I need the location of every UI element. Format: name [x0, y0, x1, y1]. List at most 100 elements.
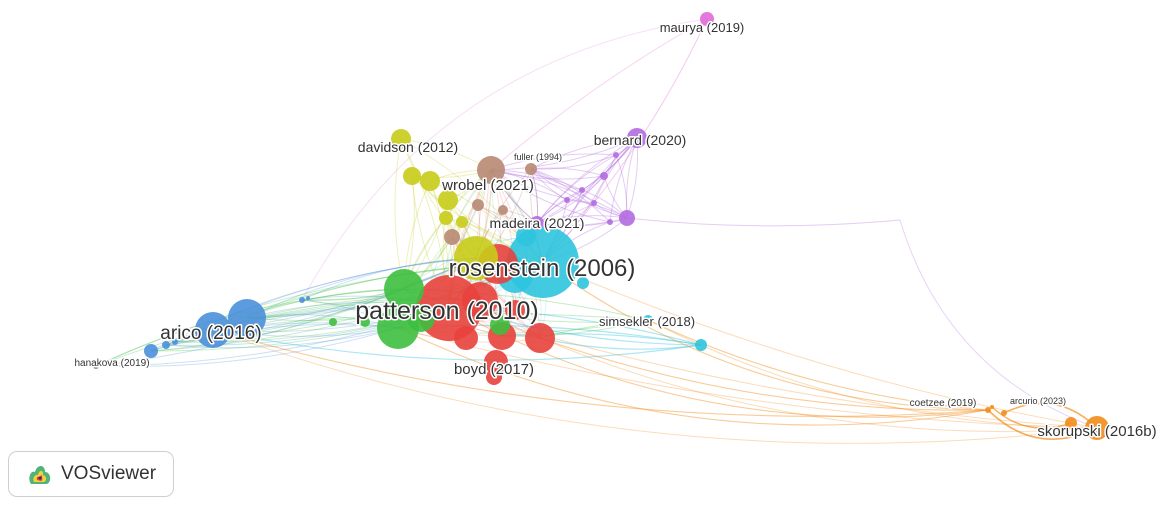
network-link	[536, 154, 617, 224]
node-arcurio[interactable]	[1001, 410, 1007, 416]
network-link	[212, 327, 399, 337]
label-bernard[interactable]: bernard (2020)	[592, 131, 688, 150]
network-link	[212, 329, 1098, 444]
node-coetzee[interactable]	[985, 407, 991, 413]
network-node[interactable]	[384, 269, 424, 309]
label-boyd[interactable]: boyd (2017)	[452, 360, 535, 380]
network-nodes	[93, 12, 1109, 440]
network-link	[490, 169, 611, 223]
node-wrobel[interactable]	[477, 156, 505, 184]
network-link	[647, 319, 1098, 429]
network-node[interactable]	[1065, 417, 1077, 429]
network-node[interactable]	[577, 277, 589, 289]
network-link	[530, 168, 628, 219]
network-node[interactable]	[695, 339, 707, 351]
network-node[interactable]	[454, 236, 498, 280]
network-node[interactable]	[600, 172, 608, 180]
network-link	[212, 329, 989, 417]
network-link	[397, 327, 989, 426]
label-rosenstein[interactable]: rosenstein (2006)	[447, 254, 637, 284]
label-hanakova[interactable]: hanakova (2019)	[73, 357, 151, 371]
network-link	[150, 257, 477, 352]
network-node[interactable]	[490, 315, 510, 335]
network-node[interactable]	[607, 219, 613, 225]
node-maurya[interactable]	[700, 12, 714, 26]
network-link	[490, 137, 638, 171]
node-arico[interactable]	[195, 312, 231, 348]
network-node[interactable]	[403, 167, 421, 185]
network-link	[615, 154, 628, 219]
network-link	[536, 137, 638, 224]
network-link	[490, 169, 628, 219]
network-link	[501, 319, 649, 337]
network-node[interactable]	[613, 152, 619, 158]
network-link	[626, 217, 901, 227]
network-link	[530, 168, 611, 223]
network-node[interactable]	[172, 339, 178, 345]
node-madeira[interactable]	[530, 216, 544, 230]
label-maurya[interactable]: maurya (2019)	[658, 19, 746, 37]
label-arcurio[interactable]: arcurio (2023)	[1008, 395, 1067, 408]
network-node[interactable]	[162, 341, 170, 349]
network-node[interactable]	[329, 318, 337, 326]
node-davidson[interactable]	[391, 129, 411, 149]
network-node[interactable]	[462, 282, 498, 318]
network-link	[530, 167, 605, 177]
label-wrobel[interactable]: wrobel (2021)	[440, 176, 536, 196]
network-link	[542, 261, 989, 411]
label-madeira[interactable]: madeira (2021)	[488, 214, 586, 233]
network-node[interactable]	[472, 199, 484, 211]
node-simsekler[interactable]	[643, 315, 653, 325]
network-link	[987, 409, 1098, 440]
network-node[interactable]	[407, 304, 435, 332]
network-labels: rosenstein (2006) patterson (2010) arico…	[73, 19, 1158, 442]
network-node[interactable]	[454, 326, 478, 350]
label-arico[interactable]: arico (2016)	[159, 322, 263, 346]
network-node[interactable]	[505, 300, 525, 320]
network-node[interactable]	[420, 171, 440, 191]
network-node[interactable]	[306, 296, 310, 300]
network-link	[165, 327, 399, 349]
node-fuller[interactable]	[525, 163, 537, 175]
node-skorupski[interactable]	[1085, 416, 1109, 440]
network-link	[490, 153, 617, 171]
network-link	[539, 337, 702, 350]
network-node[interactable]	[579, 187, 585, 193]
network-node[interactable]	[444, 229, 460, 245]
network-node[interactable]	[564, 197, 570, 203]
network-node[interactable]	[299, 297, 305, 303]
network-node[interactable]	[591, 200, 597, 206]
label-simsekler[interactable]: simsekler (2018)	[597, 313, 696, 331]
network-node[interactable]	[516, 226, 536, 246]
network-node[interactable]	[360, 317, 370, 327]
network-link	[539, 337, 989, 411]
network-link	[212, 329, 702, 361]
network-node[interactable]	[525, 323, 555, 353]
network-link	[95, 327, 399, 368]
network-node[interactable]	[439, 211, 453, 225]
label-skorupski[interactable]: skorupski (2016b)	[1036, 422, 1158, 442]
network-link	[991, 406, 1072, 429]
network-node[interactable]	[484, 350, 508, 374]
label-coetzee[interactable]: coetzee (2019)	[908, 397, 978, 411]
node-boyd[interactable]	[486, 369, 502, 385]
network-node[interactable]	[456, 216, 468, 228]
label-patterson[interactable]: patterson (2010)	[354, 296, 540, 327]
network-node[interactable]	[990, 405, 994, 409]
network-node[interactable]	[498, 205, 508, 215]
network-link	[301, 18, 708, 301]
node-bernard[interactable]	[627, 128, 647, 148]
network-link	[536, 137, 638, 224]
label-davidson[interactable]: davidson (2012)	[356, 138, 459, 157]
network-link	[530, 168, 595, 204]
network-node[interactable]	[228, 299, 266, 337]
network-node[interactable]	[144, 344, 158, 358]
network-link	[530, 137, 638, 170]
network-node[interactable]	[619, 210, 635, 226]
network-link	[150, 288, 405, 352]
network-link	[95, 257, 477, 367]
network-node[interactable]	[438, 190, 458, 210]
node-hanakova[interactable]	[93, 363, 99, 369]
label-fuller[interactable]: fuller (1994)	[512, 151, 563, 164]
